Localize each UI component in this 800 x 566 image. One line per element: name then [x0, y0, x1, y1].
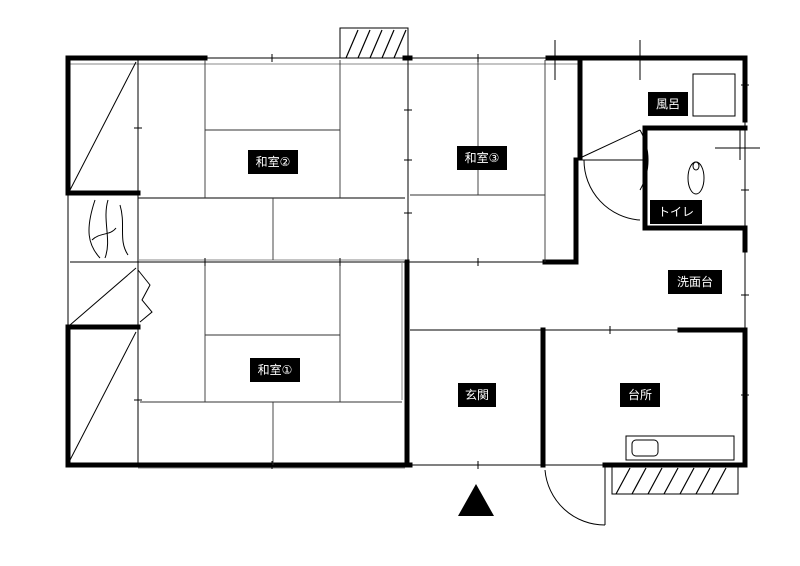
label-washitsu2: 和室②	[248, 150, 298, 174]
label-senmendai: 洗面台	[668, 270, 722, 294]
label-furo-text: 風呂	[656, 97, 680, 111]
label-washitsu1-text: 和室①	[258, 362, 293, 377]
bottom-hatch	[611, 465, 739, 495]
label-senmendai-text: 洗面台	[677, 274, 713, 289]
label-toilet: トイレ	[650, 200, 702, 224]
tokonoma-wood-icon	[88, 199, 153, 323]
label-washitsu2-text: 和室②	[256, 154, 291, 169]
label-furo: 風呂	[648, 92, 688, 116]
tatami-washitsu1	[140, 262, 402, 465]
label-genkan: 玄関	[458, 383, 496, 407]
bathtub-icon	[692, 73, 736, 117]
tatami-washitsu3	[410, 60, 546, 262]
walls	[65, 55, 748, 468]
kitchen-sink-icon	[625, 435, 735, 461]
entrance-arrow-icon	[458, 484, 494, 516]
label-daidokoro: 台所	[620, 383, 660, 407]
top-vent-hatch	[339, 27, 409, 59]
closet-diagonals	[69, 61, 138, 461]
label-washitsu3-text: 和室③	[465, 150, 500, 165]
toilet-icon	[687, 161, 705, 195]
label-washitsu1: 和室①	[250, 358, 300, 382]
door-swings	[544, 129, 649, 526]
label-genkan-text: 玄関	[465, 387, 489, 402]
wall-ticks	[134, 40, 760, 469]
tatami-washitsu2	[204, 60, 341, 260]
label-washitsu3: 和室③	[457, 146, 507, 170]
label-daidokoro-text: 台所	[628, 387, 652, 402]
label-toilet-text: トイレ	[658, 205, 694, 219]
